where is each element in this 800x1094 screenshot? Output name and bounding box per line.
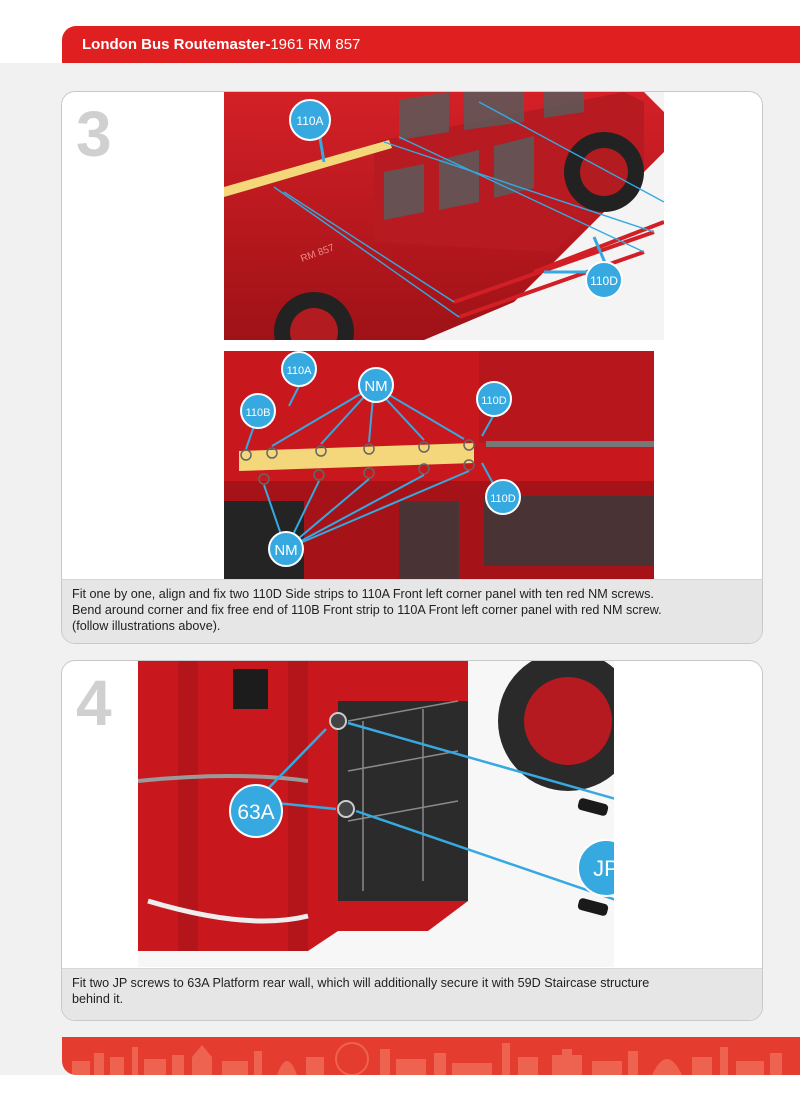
page-title: London Bus Routemaster-1961 RM 857 [82,26,360,63]
svg-text:110D: 110D [481,395,507,407]
svg-text:110D: 110D [490,493,516,505]
callout-nm-bottom: NM [268,531,304,567]
step-4-instructions: Fit two JP screws to 63A Platform rear w… [62,968,762,1020]
step-number: 3 [76,98,112,170]
callout-110d: 110D [585,261,623,299]
callout-110d-upper: 110D [476,381,512,417]
svg-text:NM: NM [274,542,297,559]
title-bold: London Bus Routemaster- [82,36,271,53]
illustration-platform-rear-wall: 63A JP [138,661,614,967]
step-number: 4 [76,667,112,739]
svg-text:110B: 110B [246,407,271,419]
svg-text:110D: 110D [590,274,618,288]
instruction-line: Fit one by one, align and fix two 110D S… [72,587,654,601]
callout-110a: 110A [289,99,331,141]
callout-jp: JP [577,839,614,897]
step-4-panel: 4 [61,660,763,1021]
page-header: London Bus Routemaster-1961 RM 857 [62,26,800,63]
footer-skyline-banner [62,1037,800,1075]
svg-text:NM: NM [364,378,387,395]
svg-text:110A: 110A [296,114,323,128]
title-model: 1961 RM 857 [270,36,361,53]
svg-text:JP: JP [593,856,614,881]
callout-nm-top: NM [358,367,394,403]
instruction-line: Fit two JP screws to 63A Platform rear w… [72,976,650,990]
callout-110a: 110A [281,351,317,387]
london-skyline-illustration [72,1042,782,1075]
instruction-line: (follow illustrations above). [72,619,221,633]
svg-text:63A: 63A [237,801,274,824]
callout-110b: 110B [240,393,276,429]
instruction-line: Bend around corner and fix free end of 1… [72,603,662,617]
svg-text:110A: 110A [287,365,313,377]
callout-110d-lower: 110D [485,479,521,515]
illustration-corner-panel: 110A NM 110B 110D 110D NM [224,351,654,579]
callout-63a: 63A [229,784,283,838]
illustration-side-strips: RM 857 110A 110D [224,92,664,340]
step-3-panel: 3 [61,91,763,644]
step-3-instructions: Fit one by one, align and fix two 110D S… [62,579,762,643]
instruction-line: behind it. [72,992,124,1006]
